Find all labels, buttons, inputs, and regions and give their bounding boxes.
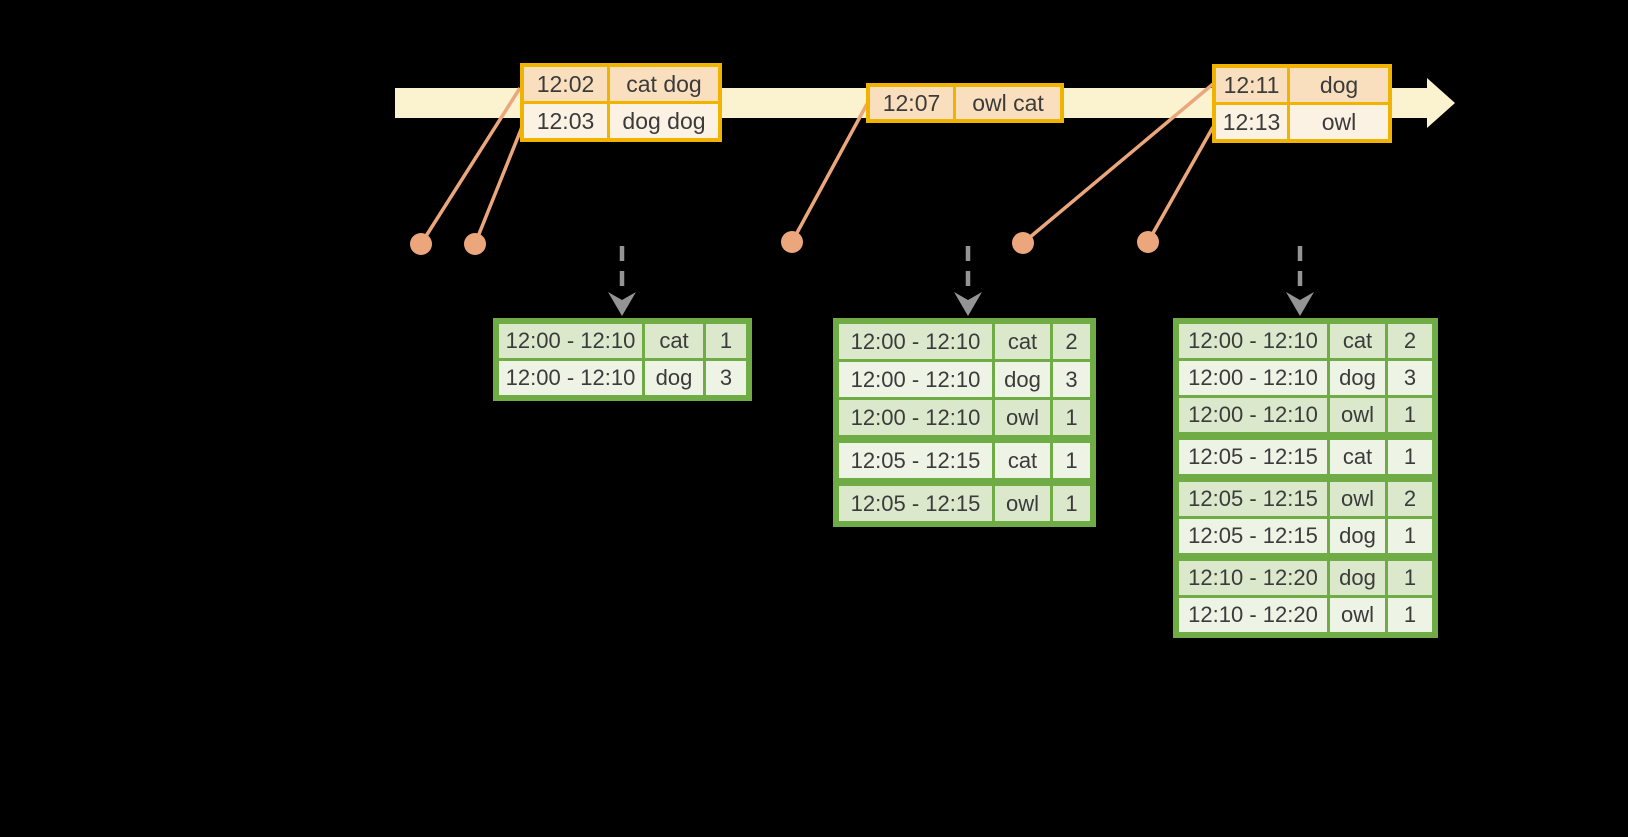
event-words-cell: owl cat (953, 87, 1060, 119)
word-cell: cat (1327, 440, 1385, 474)
window-cell: 12:00 - 12:10 (1179, 324, 1327, 358)
window-cell: 12:05 - 12:15 (1179, 482, 1327, 516)
count-cell: 1 (1385, 561, 1432, 595)
word-cell: cat (992, 443, 1050, 478)
result-row: 12:00 - 12:10 owl 1 (839, 397, 1090, 435)
window-cell: 12:00 - 12:10 (839, 400, 992, 435)
word-cell: dog (992, 362, 1050, 397)
count-cell: 2 (1385, 482, 1432, 516)
event-dot-icon (1012, 232, 1034, 254)
event-row: 12:13 owl (1216, 102, 1388, 139)
result-row: 12:10 - 12:20 owl 1 (1179, 595, 1432, 632)
trigger-arrow-down-icon (1286, 292, 1314, 316)
result-row: 12:00 - 12:10 dog 3 (839, 359, 1090, 397)
window-cell: 12:00 - 12:10 (499, 324, 642, 358)
event-dot-icon (464, 233, 486, 255)
event-connector-line (790, 103, 869, 243)
word-cell: cat (1327, 324, 1385, 358)
word-cell: owl (1327, 398, 1385, 432)
result-row: 12:05 - 12:15 cat 1 (839, 435, 1090, 478)
result-row: 12:00 - 12:10 cat 2 (839, 324, 1090, 359)
event-time-cell: 12:03 (524, 104, 607, 138)
window-cell: 12:10 - 12:20 (1179, 561, 1327, 595)
trigger-arrow-down-icon (608, 292, 636, 316)
window-cell: 12:00 - 12:10 (1179, 398, 1327, 432)
event-time-cell: 12:13 (1216, 105, 1287, 139)
word-cell: cat (642, 324, 703, 358)
result-row: 12:05 - 12:15 owl 2 (1179, 474, 1432, 516)
window-cell: 12:10 - 12:20 (1179, 598, 1327, 632)
event-connector-line (473, 126, 524, 245)
result-row: 12:05 - 12:15 dog 1 (1179, 516, 1432, 553)
trigger-arrow-down-icon (954, 292, 982, 316)
event-row: 12:07 owl cat (870, 87, 1060, 119)
word-cell: dog (642, 361, 703, 395)
window-cell: 12:05 - 12:15 (1179, 519, 1327, 553)
event-row: 12:11 dog (1216, 68, 1388, 102)
window-cell: 12:05 - 12:15 (839, 443, 992, 478)
event-row: 12:03 dog dog (524, 101, 718, 138)
result-row: 12:00 - 12:10 dog 3 (1179, 358, 1432, 395)
word-cell: dog (1327, 361, 1385, 395)
count-cell: 1 (1385, 598, 1432, 632)
word-cell: owl (1327, 598, 1385, 632)
word-cell: owl (1327, 482, 1385, 516)
word-cell: cat (992, 324, 1050, 359)
count-cell: 1 (1050, 486, 1090, 521)
result-table-3: 12:00 - 12:10 cat 2 12:00 - 12:10 dog 3 … (1173, 318, 1438, 638)
result-table-2: 12:00 - 12:10 cat 2 12:00 - 12:10 dog 3 … (833, 318, 1096, 527)
window-cell: 12:05 - 12:15 (1179, 440, 1327, 474)
result-row: 12:05 - 12:15 cat 1 (1179, 432, 1432, 474)
event-dot-icon (410, 233, 432, 255)
event-dot-icon (1137, 231, 1159, 253)
word-cell: dog (1327, 519, 1385, 553)
result-row: 12:00 - 12:10 cat 2 (1179, 324, 1432, 358)
event-dot-icon (781, 231, 803, 253)
word-cell: owl (992, 400, 1050, 435)
result-row: 12:05 - 12:15 owl 1 (839, 478, 1090, 521)
event-words-cell: dog (1287, 68, 1388, 102)
event-table-2: 12:07 owl cat (866, 83, 1064, 123)
window-cell: 12:05 - 12:15 (839, 486, 992, 521)
result-row: 12:00 - 12:10 cat 1 (499, 324, 746, 358)
event-words-cell: cat dog (607, 67, 718, 101)
event-table-3: 12:11 dog 12:13 owl (1212, 64, 1392, 143)
count-cell: 2 (1385, 324, 1432, 358)
window-cell: 12:00 - 12:10 (1179, 361, 1327, 395)
window-cell: 12:00 - 12:10 (499, 361, 642, 395)
event-words-cell: owl (1287, 105, 1388, 139)
event-connector-line (419, 87, 522, 245)
count-cell: 1 (703, 324, 746, 358)
count-cell: 1 (1050, 443, 1090, 478)
window-cell: 12:00 - 12:10 (839, 362, 992, 397)
event-connector-line (1021, 82, 1215, 245)
word-cell: owl (992, 486, 1050, 521)
event-time-cell: 12:02 (524, 67, 607, 101)
event-words-cell: dog dog (607, 104, 718, 138)
event-time-cell: 12:11 (1216, 68, 1287, 102)
result-row: 12:00 - 12:10 owl 1 (1179, 395, 1432, 432)
result-table-1: 12:00 - 12:10 cat 1 12:00 - 12:10 dog 3 (493, 318, 752, 401)
count-cell: 1 (1385, 519, 1432, 553)
result-row: 12:10 - 12:20 dog 1 (1179, 553, 1432, 595)
count-cell: 3 (1050, 362, 1090, 397)
result-row: 12:00 - 12:10 dog 3 (499, 358, 746, 395)
window-cell: 12:00 - 12:10 (839, 324, 992, 359)
event-table-1: 12:02 cat dog 12:03 dog dog (520, 63, 722, 142)
count-cell: 1 (1385, 440, 1432, 474)
count-cell: 2 (1050, 324, 1090, 359)
count-cell: 1 (1385, 398, 1432, 432)
event-time-cell: 12:07 (870, 87, 953, 119)
word-cell: dog (1327, 561, 1385, 595)
event-connector-line (1146, 126, 1215, 243)
count-cell: 3 (703, 361, 746, 395)
count-cell: 1 (1050, 400, 1090, 435)
count-cell: 3 (1385, 361, 1432, 395)
event-row: 12:02 cat dog (524, 67, 718, 101)
